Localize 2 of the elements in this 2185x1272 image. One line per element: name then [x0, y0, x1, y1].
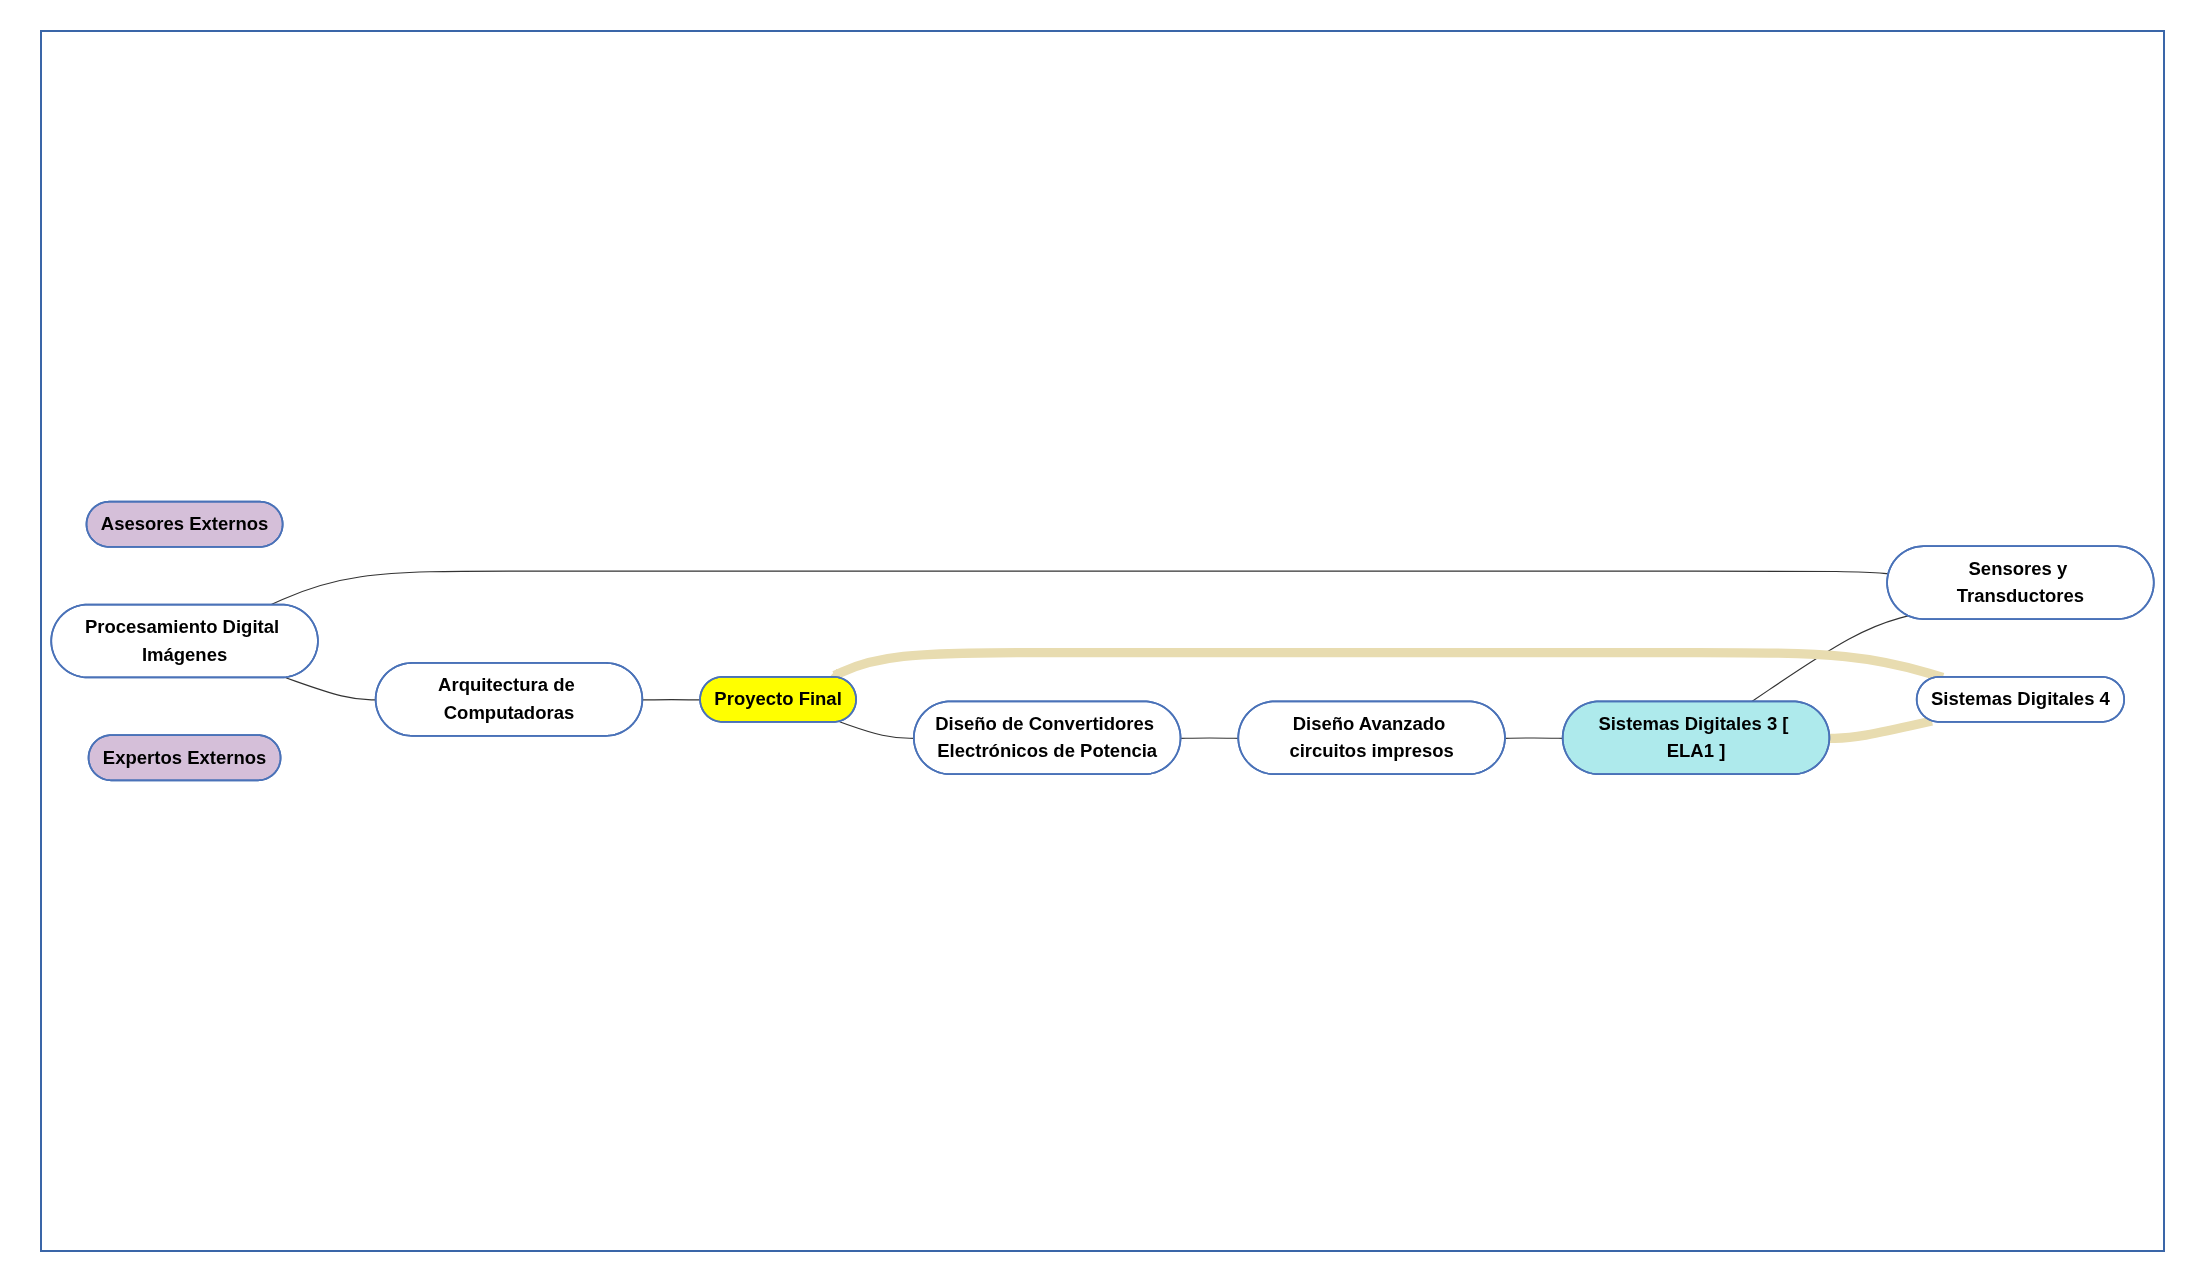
connector: [1750, 615, 1909, 703]
connector: [1829, 716, 1933, 743]
